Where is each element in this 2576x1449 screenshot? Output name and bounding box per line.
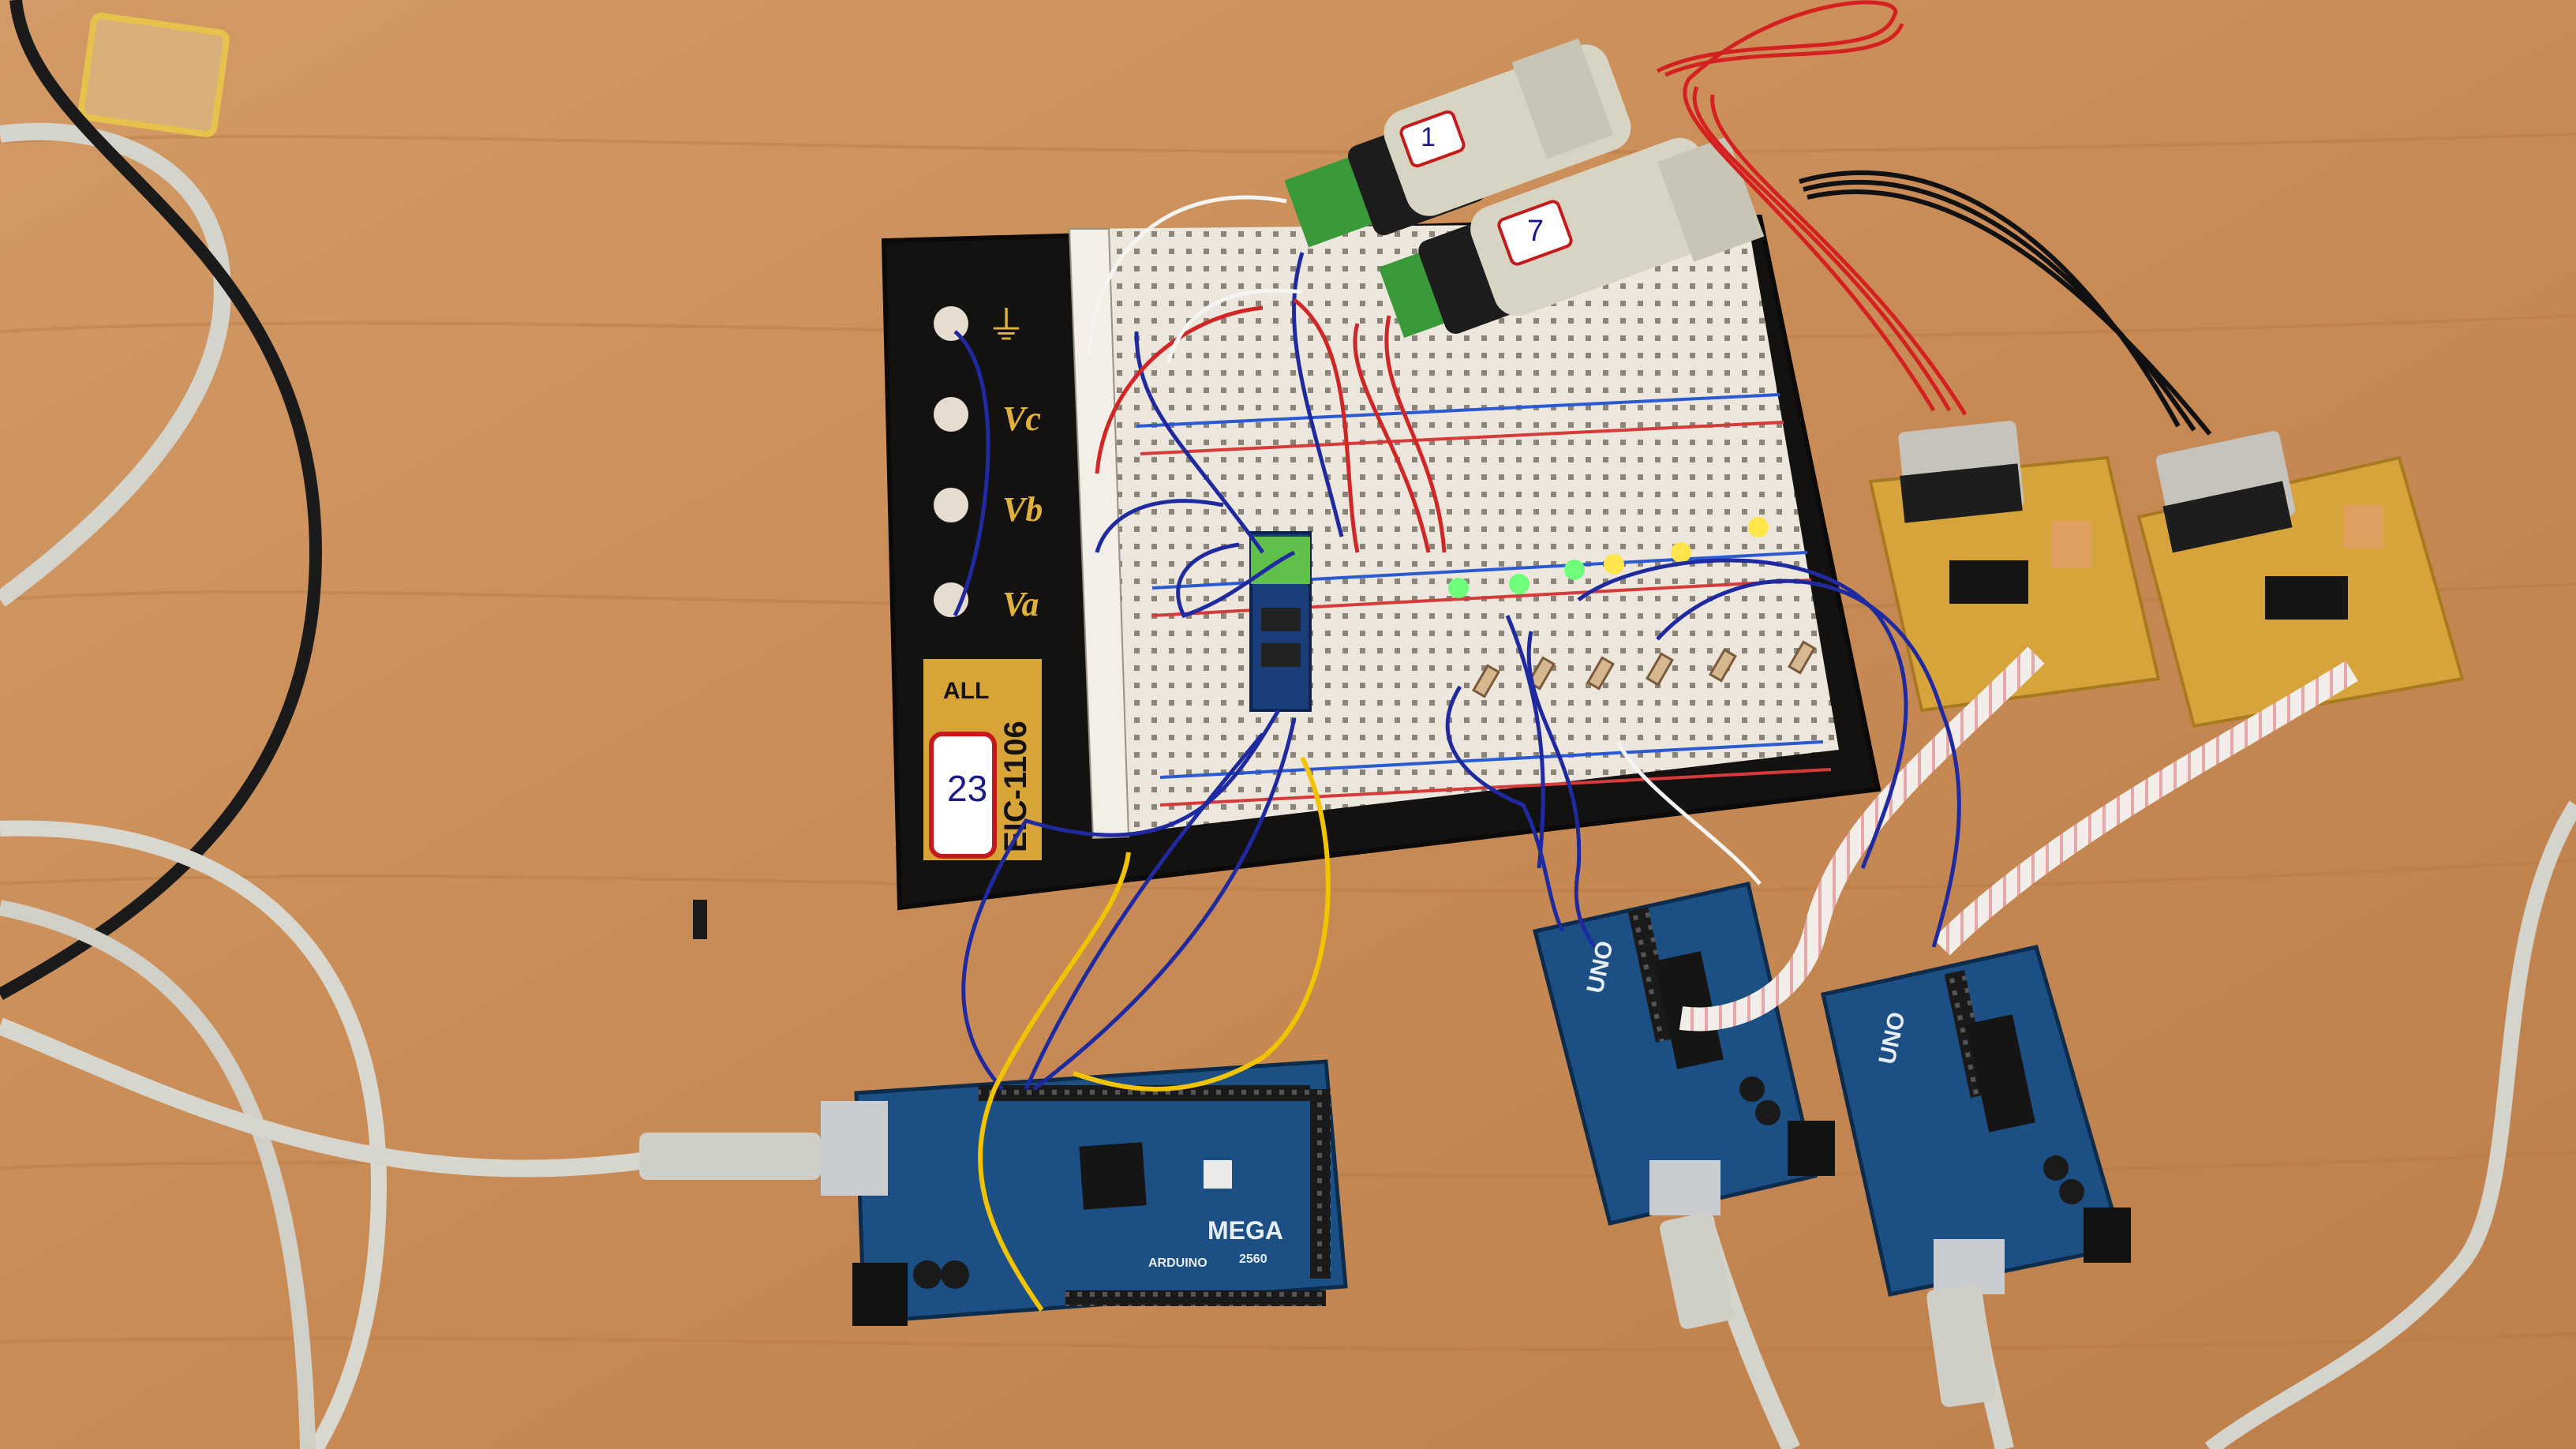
serial-converter-1: [1284, 38, 1631, 248]
black-cable-left: [0, 0, 323, 1001]
resistor-4: [1646, 652, 1674, 687]
tag-number: 23: [947, 768, 987, 809]
brand-label: ALL: [943, 678, 989, 704]
cork-pad: [78, 13, 230, 137]
serial-converter-2: [1378, 136, 1765, 339]
grey-cable-lower-left: [0, 820, 388, 1449]
grey-cable-right: [2204, 800, 2576, 1449]
usb-plug-uno-2: [1926, 1284, 1996, 1407]
arduino-uno-board-2: [1821, 945, 2131, 1297]
arduino-mega-board: [821, 1059, 1348, 1326]
rs485-chip-2: [1261, 643, 1301, 667]
ribbon-cable-2: [1933, 661, 2358, 956]
white-jumper-wires: [1087, 195, 1762, 886]
mega-label: MEGA: [1208, 1216, 1283, 1245]
resistors: [1472, 640, 1816, 698]
usb-plug-mega: [639, 1133, 821, 1180]
rail-blue-3: [1159, 740, 1824, 779]
breadboard-side-strip: [1068, 228, 1130, 840]
leds: [1448, 517, 1769, 598]
blue-jumper-wires: [953, 252, 1961, 1091]
terminal-label-vb: Vb: [1002, 490, 1043, 529]
rs485-chip-1: [1261, 608, 1301, 631]
terminal-post-ground: [934, 306, 968, 341]
arduino-uno-board-1: [1532, 882, 1835, 1226]
usb-plug-uno-1: [1660, 1212, 1734, 1329]
black-wire-bundle: [1799, 170, 2212, 436]
ground-symbol: ⏚: [987, 304, 1026, 348]
converter-label-1: 1: [1421, 122, 1436, 152]
resistor-1: [1472, 664, 1500, 698]
red-jumper-wires: [1095, 298, 1447, 553]
rail-blue-1: [1136, 393, 1780, 428]
terminal-post-vc: [934, 397, 968, 432]
led-yellow-1: [1604, 554, 1624, 575]
tag-sticker: [929, 732, 997, 859]
grey-cable-lower-left-2: [0, 900, 316, 1449]
converter-label-2: 7: [1527, 215, 1544, 248]
red-wire-bundle: [1656, 0, 1968, 416]
pcb-board-1: [1868, 421, 2161, 713]
terminal-post-vb: [934, 488, 968, 522]
led-green-1: [1448, 578, 1469, 598]
mega-brand-label: ARDUINO: [1148, 1256, 1208, 1270]
rail-red-1: [1140, 421, 1784, 455]
grey-usb-cable-left: [0, 122, 231, 607]
ribbon-cable-1: [1679, 646, 2045, 1032]
model-label: EIC-1106: [998, 721, 1033, 852]
led-yellow-2: [1671, 542, 1691, 563]
pcb-board-2: [2136, 431, 2465, 728]
led-yellow-3: [1748, 517, 1769, 537]
terminal-label-vc: Vc: [1002, 399, 1041, 438]
yellow-jumper-wires: [978, 756, 1331, 1312]
resistor-5: [1709, 648, 1737, 683]
header-pins: [693, 900, 707, 939]
resistor-6: [1788, 640, 1816, 675]
resistor-3: [1586, 656, 1615, 691]
led-green-3: [1564, 560, 1585, 580]
terminal-label-va: Va: [1002, 585, 1039, 623]
mega-sub-label: 2560: [1239, 1252, 1267, 1266]
led-green-2: [1509, 574, 1530, 594]
usb-cable-mega: [0, 1017, 853, 1178]
